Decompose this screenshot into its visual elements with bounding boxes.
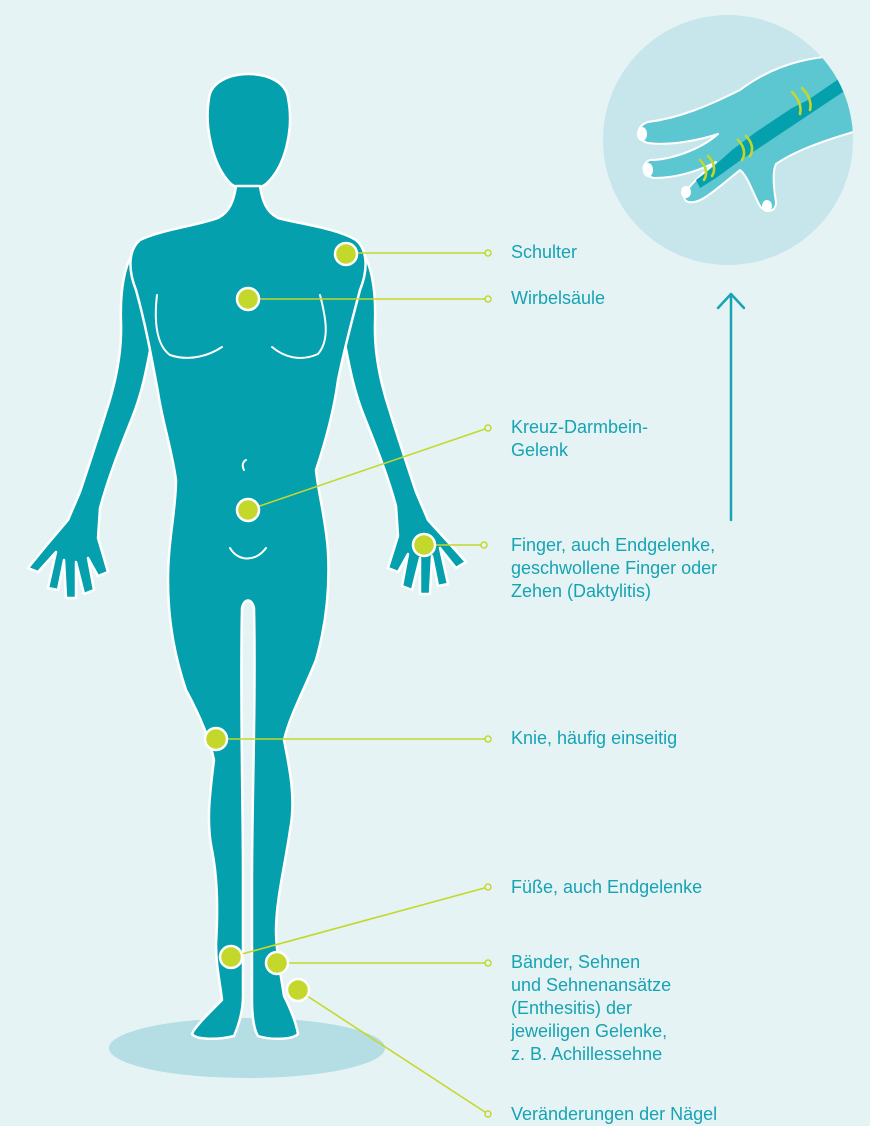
marker-fingers [413,534,435,556]
label-fingers-line-3: Zehen (Daktylitis) [511,580,717,603]
label-tendons-line-4: jeweiligen Gelenke, [511,1020,671,1043]
label-knee: Knie, häufig einseitig [511,727,677,750]
label-spine: Wirbelsäule [511,287,605,310]
marker-sacroiliac [237,499,259,521]
label-tendons-line-1: Bänder, Sehnen [511,951,671,974]
label-sacroiliac-line-1: Kreuz-Darmbein- [511,416,648,439]
marker-tendons [266,952,288,974]
label-tendons-line-3: (Enthesitis) der [511,997,671,1020]
right-arm-shape [342,250,466,594]
label-fingers-line-1: Finger, auch Endgelenke, [511,534,717,557]
label-nails: Veränderungen der Nägel [511,1103,717,1126]
body-figure-icon [28,74,466,1039]
label-feet: Füße, auch Endgelenke [511,876,702,899]
floor-shadow [109,1018,385,1078]
marker-spine [237,288,259,310]
marker-feet [220,946,242,968]
head-shape [208,74,290,189]
label-tendons: Bänder, Sehnen und Sehnenansätze (Enthes… [511,951,671,1066]
label-fingers: Finger, auch Endgelenke, geschwollene Fi… [511,534,717,603]
label-sacroiliac-line-2: Gelenk [511,439,648,462]
label-tendons-line-2: und Sehnenansätze [511,974,671,997]
hand-zoom-inset [603,15,860,265]
label-tendons-line-5: z. B. Achillessehne [511,1043,671,1066]
marker-shoulder [335,243,357,265]
label-sacroiliac: Kreuz-Darmbein- Gelenk [511,416,648,462]
label-shoulder: Schulter [511,241,577,264]
marker-knee [205,728,227,750]
arrow-up-icon [718,294,744,520]
label-fingers-line-2: geschwollene Finger oder [511,557,717,580]
marker-nails [287,979,309,1001]
leader-end-circles [481,250,491,1117]
torso-legs-shape [130,186,365,1039]
left-arm-shape [28,250,154,598]
